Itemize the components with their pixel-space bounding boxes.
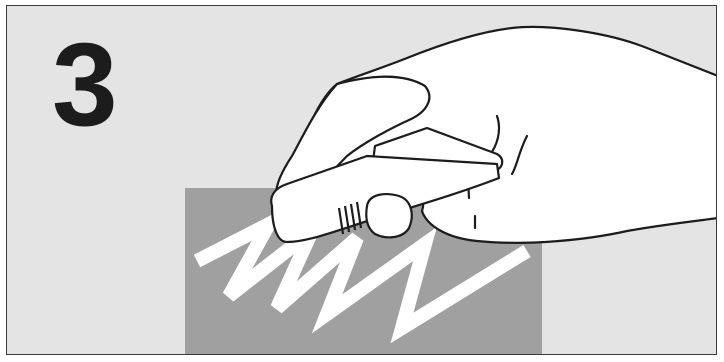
instruction-panel: 3 <box>6 5 717 355</box>
cleaning-illustration <box>7 6 717 355</box>
